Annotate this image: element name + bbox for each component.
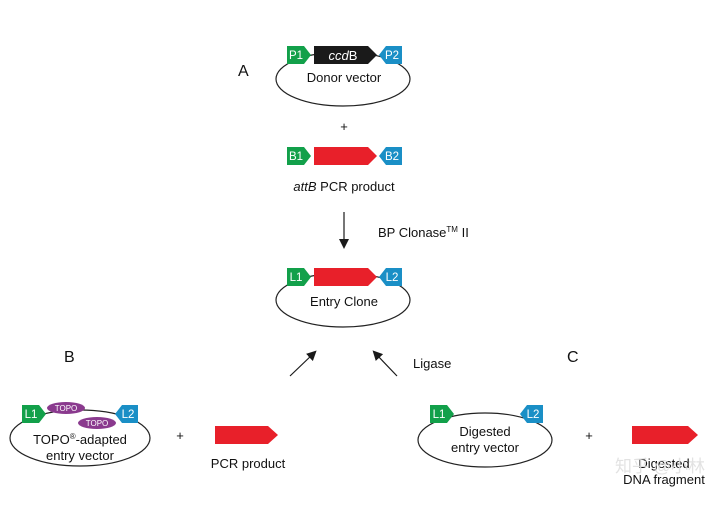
- attb-pcr-label: attB PCR product: [293, 179, 395, 194]
- topo-vector-label-line2: entry vector: [46, 448, 115, 463]
- ccdb-gene-label: ccdB: [329, 48, 358, 63]
- attb-italic-part: attB: [293, 179, 316, 194]
- section-letter-a: A: [238, 63, 249, 80]
- p1-site-label: P1: [289, 50, 303, 62]
- b1-site-arrow: [287, 147, 311, 165]
- digested-l1-site-arrow: [430, 405, 454, 423]
- plus-sign-left: +: [176, 428, 184, 443]
- topo-enzyme-right: [78, 417, 116, 429]
- b2-site-arrow: [379, 147, 402, 165]
- topo-enzyme-left-label: TOPO: [55, 404, 78, 413]
- watermark-text: 知乎 @小林: [615, 457, 705, 476]
- entry-clone: L1 L2 Entry Clone: [275, 268, 411, 328]
- ligase-to-entry-arrow: [372, 350, 398, 377]
- topo-l2-site-arrow: [115, 405, 138, 423]
- entry-clone-label: Entry Clone: [310, 294, 378, 309]
- section-letter-b: B: [64, 349, 75, 366]
- topo-label-suffix: -adapted: [76, 432, 127, 447]
- b2-site-label: B2: [385, 151, 399, 163]
- digested-vector-ellipse: [417, 412, 553, 468]
- topo-label-prefix: TOPO: [33, 432, 70, 447]
- ccdb-italic-part: ccd: [329, 48, 350, 63]
- attb-pcr-product: B1 B2 attB PCR product: [287, 147, 402, 194]
- topo-to-entry-arrow: [289, 350, 317, 377]
- b1-site-label: B1: [289, 151, 303, 163]
- entry-l2-site-arrow: [379, 268, 402, 286]
- donor-vector: P1 ccdB P2 Donor vector: [275, 46, 411, 107]
- digested-vector-label-line2: entry vector: [451, 440, 520, 455]
- topo-enzyme-left: [47, 402, 85, 414]
- bp-clonase-tm: TM: [446, 225, 458, 234]
- topo-l1-site-arrow: [22, 405, 46, 423]
- pcr-product-label: PCR product: [211, 456, 286, 471]
- digested-entry-vector: L1 L2 Digested entry vector: [417, 405, 553, 468]
- attb-rest-part: PCR product: [317, 179, 395, 194]
- p2-site-label: P2: [385, 50, 399, 62]
- digested-l1-site-label: L1: [433, 409, 446, 421]
- ligase-label: Ligase: [413, 356, 451, 371]
- topo-vector-label-line1: TOPO®-adapted: [33, 432, 127, 447]
- bp-clonase-suffix: II: [458, 225, 469, 240]
- plus-sign-top: +: [340, 119, 348, 134]
- ccdb-gene-arrow: [314, 46, 377, 64]
- entry-l2-site-label: L2: [386, 272, 399, 284]
- entry-insert-arrow: [314, 268, 377, 286]
- section-letter-c: C: [567, 349, 579, 366]
- attb-insert-arrow: [314, 147, 377, 165]
- entry-l1-site-label: L1: [290, 272, 303, 284]
- plus-sign-right: +: [585, 428, 593, 443]
- digested-fragment-arrow: [632, 426, 698, 444]
- ccdb-rest-part: B: [349, 48, 358, 63]
- digested-l2-site-arrow: [520, 405, 543, 423]
- p2-site-arrow: [379, 46, 402, 64]
- topo-adapted-entry-vector: L1 L2 TOPO TOPO TOPO®-adapted entry vect…: [9, 402, 151, 467]
- p1-site-arrow: [287, 46, 311, 64]
- bp-clonase-prefix: BP Clonase: [378, 225, 446, 240]
- digested-fragment-label-line1: Digested: [638, 456, 689, 471]
- digested-vector-label-line1: Digested: [459, 424, 510, 439]
- topo-l1-site-label: L1: [25, 409, 38, 421]
- entry-l1-site-arrow: [287, 268, 311, 286]
- digested-fragment-label-line2: DNA fragment: [623, 472, 705, 487]
- pcr-product-arrow: [215, 426, 278, 444]
- digested-l2-site-label: L2: [527, 409, 540, 421]
- topo-l2-site-label: L2: [122, 409, 135, 421]
- topo-enzyme-right-label: TOPO: [86, 419, 109, 428]
- bp-clonase-label: BP ClonaseTM II: [378, 225, 469, 240]
- topo-label-reg: ®: [70, 432, 76, 441]
- donor-vector-label: Donor vector: [307, 70, 382, 85]
